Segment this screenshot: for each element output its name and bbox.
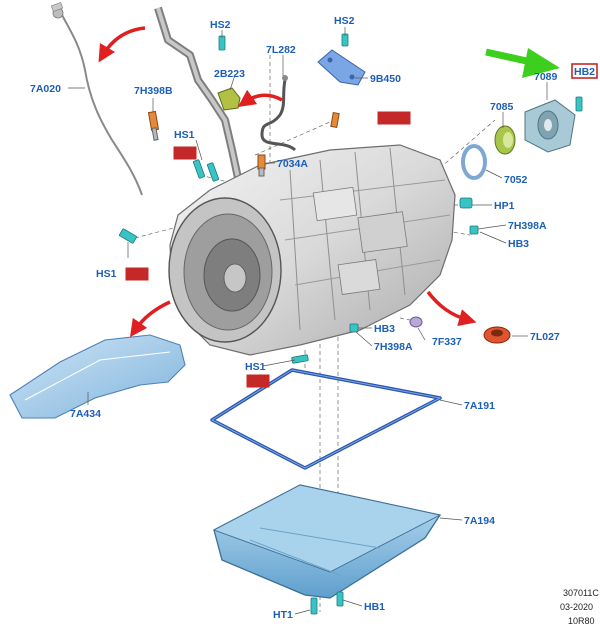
label-7a194: 7A194: [464, 515, 495, 527]
label-hs1-low: HS1: [245, 361, 266, 373]
label-hb2: HB2: [574, 66, 595, 78]
label-9b450: 9B450: [370, 73, 401, 85]
label-7085: 7085: [490, 101, 514, 113]
seal-7085: [494, 125, 516, 155]
breather-hose: [260, 75, 297, 152]
label-7089: 7089: [534, 71, 558, 83]
label-ht1: HT1: [273, 609, 293, 621]
oil-pan-gasket: [210, 368, 442, 470]
label-7h398a-low: 7H398A: [374, 341, 413, 353]
footer-code: 307011C: [563, 588, 599, 598]
seal-7l027: [483, 326, 511, 344]
hb2-highlight-box: [571, 63, 598, 79]
label-hs1-upper: HS1: [174, 129, 195, 141]
highlight-boxes: [125, 111, 411, 388]
label-7f337: 7F337: [432, 336, 462, 348]
fasteners: [119, 33, 583, 615]
label-7a434: 7A434: [70, 408, 101, 420]
vent-tube: [154, 6, 242, 179]
label-7a020: 7A020: [30, 83, 61, 95]
label-7l027: 7L027: [530, 331, 560, 343]
label-hs2-mid: HS2: [334, 15, 355, 27]
label-7034a: 7034A: [277, 158, 308, 170]
washer-7f337: [409, 316, 423, 328]
footer-model: 10R80: [568, 616, 595, 626]
green-arrow-right-icon: [485, 48, 560, 78]
label-7h398a-right: 7H398A: [508, 220, 547, 232]
sensor-7034a: [257, 154, 266, 177]
sensor-7h398b: [147, 110, 160, 141]
label-hb3-right: HB3: [508, 238, 529, 250]
label-hs2-top: HS2: [210, 19, 231, 31]
seal-7052: [461, 144, 487, 180]
sensor-orange-right: [330, 112, 340, 128]
label-7052: 7052: [504, 174, 528, 186]
label-hb1: HB1: [364, 601, 385, 613]
bracket-9b450: [317, 49, 366, 86]
connector-2b223: [217, 87, 241, 111]
label-7h398b: 7H398B: [134, 85, 173, 97]
label-hp1: HP1: [494, 200, 515, 212]
dipstick-tube: [50, 2, 143, 196]
leader-lines: [68, 27, 548, 615]
footer-date: 03-2020: [560, 602, 593, 612]
transmission-case: [168, 144, 456, 356]
label-hb3-low: HB3: [374, 323, 395, 335]
oil-pan: [212, 484, 442, 599]
output-flange-7089: [524, 99, 576, 153]
heat-shield: [9, 334, 186, 419]
red-curved-arrow-icon: [98, 26, 477, 338]
label-7a191: 7A191: [464, 400, 495, 412]
label-7l282: 7L282: [266, 44, 296, 56]
label-hs1-left: HS1: [96, 268, 117, 280]
label-2b223: 2B223: [214, 68, 245, 80]
